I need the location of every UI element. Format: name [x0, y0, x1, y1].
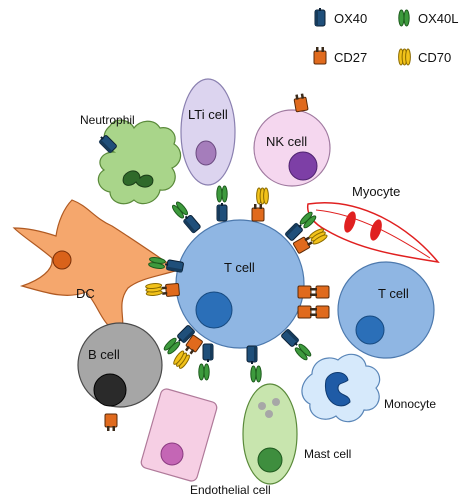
b-cell-nucleus — [93, 373, 127, 407]
central-t-cell-label: T cell — [224, 260, 255, 275]
endothelial-cell-body — [140, 388, 218, 482]
lti-cell-label: LTi cell — [188, 107, 228, 122]
nk-cd27-receptor — [292, 92, 309, 113]
monocyte-body — [301, 353, 381, 423]
endothelial-cell-nucleus — [160, 442, 184, 466]
central-t-cell-nucleus — [195, 291, 233, 329]
mast-cell-nucleus — [257, 447, 283, 473]
monocyte-label: Monocyte — [384, 397, 436, 411]
t-ox40-to-monocyte — [280, 328, 302, 350]
neutrophil-nucleus — [122, 170, 154, 188]
lti-ox40l — [216, 185, 228, 203]
right-t-cell-nucleus — [355, 315, 385, 345]
b-cell-cd27-receptor — [104, 413, 118, 432]
dc-cd70 — [144, 282, 163, 297]
bcell-cd70 — [171, 349, 192, 371]
lti-cell: LTi cell — [180, 78, 236, 186]
t-ox40-to-endothelial — [202, 343, 214, 363]
bcell-ox40l — [162, 336, 182, 356]
b-cell-label: B cell — [88, 347, 120, 362]
nk-cell-nucleus — [288, 151, 318, 181]
t-cd27-right — [297, 285, 316, 299]
monocyte: Monocyte — [301, 353, 436, 423]
nk-cd70 — [256, 187, 269, 205]
endothelial-cell-label: Endothelial cell — [190, 483, 271, 497]
t-cd27-right-2 — [297, 305, 316, 319]
dc-body — [12, 199, 180, 335]
mast-cell: Mast cell — [242, 383, 351, 485]
legend: OX40 OX40L CD27 CD70 — [313, 7, 458, 66]
t-ox40-to-neutrophil — [181, 212, 202, 234]
dc-cell: DC — [12, 199, 180, 335]
dc-nucleus — [52, 250, 72, 270]
nk-cell: NK cell — [253, 109, 331, 187]
lti-cell-nucleus — [195, 140, 217, 166]
t-ox40-to-mast — [246, 345, 258, 365]
cd70-legend-icon — [398, 48, 411, 66]
endothelial-cell: Endothelial cell — [140, 388, 271, 497]
right-t-cell-body — [337, 261, 435, 359]
right-t-cell: T cell — [337, 261, 435, 359]
right-t-cd27 — [311, 285, 330, 299]
mast-ox40l — [250, 365, 262, 383]
endothelial-ox40l — [198, 363, 210, 381]
b-cell: B cell — [77, 322, 163, 408]
legend-cd70-label: CD70 — [418, 50, 451, 65]
legend-cd27-label: CD27 — [334, 50, 367, 65]
neutrophil-body — [97, 119, 182, 205]
t-cd27-to-nk — [251, 203, 265, 222]
central-t-cell-body — [175, 219, 305, 349]
myocyte-nucleus-1 — [344, 211, 356, 233]
nk-cell-label: NK cell — [266, 134, 307, 149]
cd27-legend-icon — [313, 46, 327, 65]
mast-cell-body — [242, 383, 298, 485]
myocyte: Myocyte — [306, 184, 440, 264]
neutrophil-label: Neutrophil — [80, 113, 135, 127]
neutrophil: Neutrophil — [80, 113, 182, 205]
ox40-legend-icon — [314, 7, 326, 27]
dc-label: DC — [76, 286, 95, 301]
myocyte-nucleus-2 — [370, 219, 382, 241]
legend-ox40-label: OX40 — [334, 11, 367, 26]
right-t-cell-label: T cell — [378, 286, 409, 301]
central-t-cell: T cell — [175, 219, 305, 349]
t-ox40-to-lti — [216, 202, 228, 222]
myocyte-label: Myocyte — [352, 184, 400, 199]
ox40l-legend-icon — [398, 9, 410, 27]
legend-ox40l-label: OX40L — [418, 11, 458, 26]
lti-cell-body — [180, 78, 236, 186]
mast-cell-label: Mast cell — [304, 447, 351, 461]
monocyte-nucleus — [324, 372, 351, 407]
right-t-cd27-2 — [311, 305, 330, 319]
t-cd27-to-dc — [161, 282, 180, 298]
